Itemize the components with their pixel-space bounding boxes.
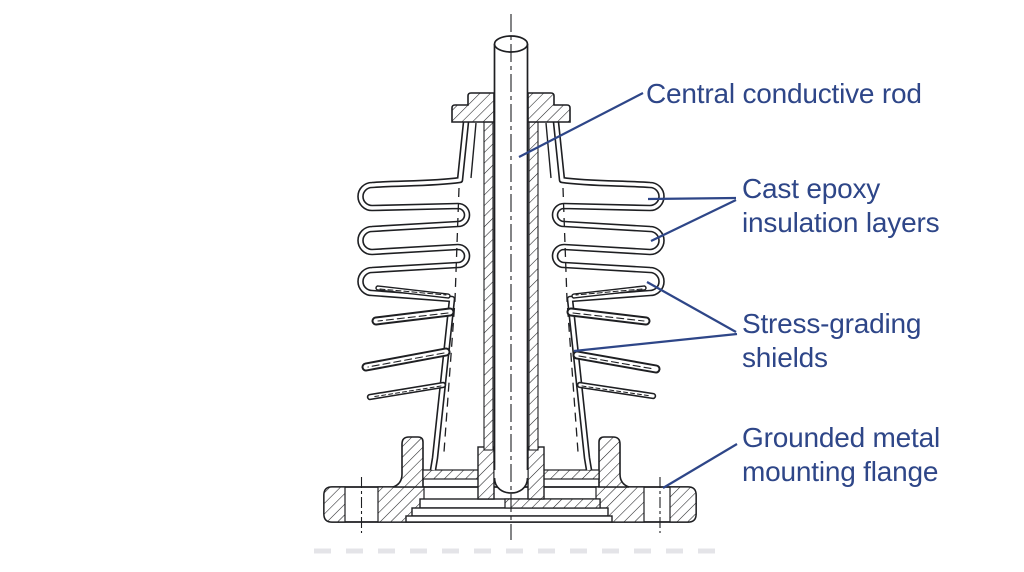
stress-grading-shields: [361, 285, 661, 401]
label-stress-grading: Stress-grading shields: [742, 307, 921, 375]
label-stress-grading-line2: shields: [742, 342, 828, 373]
label-stress-grading-line1: Stress-grading: [742, 308, 922, 339]
label-cast-epoxy: Cast epoxy insulation layers: [742, 172, 940, 240]
label-mounting-flange-line1: Grounded metal: [742, 422, 940, 453]
label-central-rod: Central conductive rod: [646, 78, 922, 110]
leader-shields-lower: [573, 332, 738, 353]
label-central-rod-text: Central conductive rod: [646, 78, 922, 109]
top-cap: [451, 92, 571, 123]
hidden-contours: [443, 187, 579, 453]
label-mounting-flange: Grounded metal mounting flange: [742, 421, 940, 489]
leader-lines: [518, 92, 738, 489]
label-cast-epoxy-line2: insulation layers: [742, 207, 940, 238]
leader-epoxy-upper: [647, 196, 737, 201]
leader-shields-upper: [646, 281, 737, 333]
label-mounting-flange-line2: mounting flange: [742, 456, 939, 487]
label-cast-epoxy-line1: Cast epoxy: [742, 173, 881, 204]
leader-epoxy-lower: [650, 199, 737, 242]
epoxy-body: [357, 121, 665, 471]
leader-flange: [662, 443, 738, 489]
mounting-flange: [323, 436, 697, 533]
leader-central-rod: [518, 92, 644, 158]
